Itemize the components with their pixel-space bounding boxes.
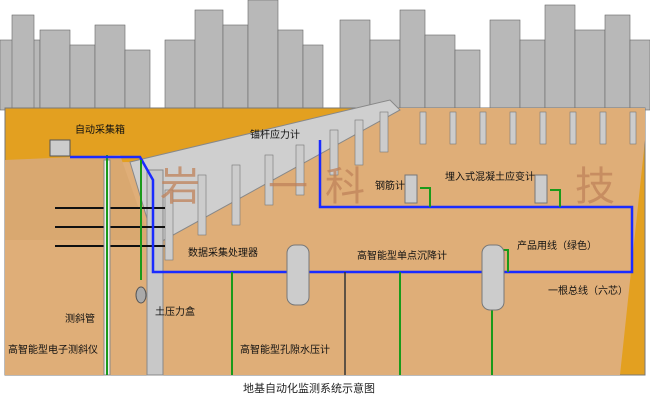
watermark-char: 科	[325, 164, 365, 210]
label-product-cable: 产品用线（绿色）	[517, 239, 597, 252]
piles	[164, 111, 637, 261]
watermark-char: 技	[575, 164, 615, 210]
settlement-well	[481, 244, 505, 311]
data-processor-well	[286, 244, 310, 306]
strain-gauge-device	[534, 174, 548, 204]
label-inclinometer: 高智能型电子测斜仪	[8, 343, 98, 356]
watermark-char: 岩	[160, 164, 200, 210]
label-auto-box: 自动采集箱	[75, 123, 125, 136]
label-earth-pressure: 土压力盒	[155, 305, 195, 318]
label-anchor-meter: 锚杆应力计	[250, 128, 300, 141]
auto-collection-box	[49, 139, 71, 157]
label-inclinometer-tube: 测斜管	[65, 312, 95, 325]
label-main-cable: 一根总线（六芯）	[548, 284, 628, 297]
label-embedded-strain: 埋入式混凝土应变计	[445, 170, 535, 183]
watermark-char: 一	[268, 164, 308, 210]
label-piezometer: 高智能型孔隙水压计	[240, 343, 330, 356]
label-rebar-meter: 钢筋计	[375, 179, 405, 192]
city-skyline	[0, 0, 650, 111]
main-bus-cable	[70, 140, 634, 274]
rebar-meter-device	[404, 174, 418, 204]
diagram-caption: 地基自动化监测系统示意图	[243, 381, 375, 395]
earth-pressure-cell	[135, 286, 147, 304]
label-settlement: 高智能型单点沉降计	[357, 249, 447, 262]
label-data-processor: 数据采集处理器	[188, 246, 258, 259]
